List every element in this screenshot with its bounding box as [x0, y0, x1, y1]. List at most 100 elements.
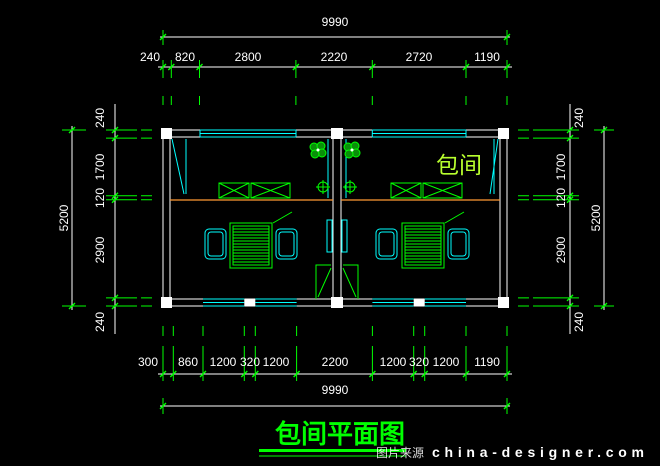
bottom-segment-dimensions: 300 860 1200 320 1200 2200 1200 320 1200… — [138, 326, 512, 381]
right-segment-value: 1700 — [554, 153, 568, 180]
bottom-segment-value: 1200 — [380, 355, 407, 369]
plant-leaf — [344, 149, 354, 159]
lamp-cross — [316, 180, 330, 194]
window-glazing — [203, 298, 466, 307]
lamp-cross — [343, 180, 357, 194]
column-bottom-left — [161, 297, 172, 308]
left-segment-extension-lines — [106, 129, 152, 307]
window-glazing — [371, 129, 467, 138]
dining-table — [229, 222, 273, 269]
cabinet-unit — [390, 182, 422, 199]
left-segment-value: 240 — [93, 108, 107, 128]
left-segment-value: 2900 — [93, 236, 107, 263]
left-segment-value: 240 — [93, 312, 107, 332]
title-underline — [259, 449, 406, 452]
partition-glass-right — [341, 219, 348, 253]
chair-seat — [207, 231, 224, 257]
top-segment-value: 1190 — [474, 50, 500, 64]
cabinet-unit-marks — [218, 182, 250, 199]
left-overall-extension-lines — [62, 129, 86, 307]
plant-center — [316, 148, 320, 152]
plant-center — [350, 148, 354, 152]
curtain-left — [171, 138, 187, 195]
partition-glass-left — [326, 219, 333, 253]
chair-seat — [278, 231, 295, 257]
right-segment-value: 120 — [554, 188, 568, 208]
drawing-title-block: 包间平面图 — [259, 419, 406, 457]
plant-leaf — [310, 149, 320, 159]
top-segment-dimensions: 240 820 2800 2220 2720 1190 — [140, 50, 512, 105]
top-segment-ticks — [159, 63, 511, 71]
cabinet-unit — [422, 182, 463, 199]
right-overall-dimension: 5200 — [589, 126, 614, 310]
cabinet-unit — [218, 182, 250, 199]
window-pier — [413, 299, 425, 306]
curtain-right — [489, 138, 499, 195]
dining-set-left — [204, 211, 298, 269]
top-segment-value: 820 — [175, 50, 195, 64]
structural-columns — [161, 128, 509, 308]
right-overall-value: 5200 — [589, 204, 603, 231]
cabinet-left — [218, 182, 291, 199]
cabinet-unit-marks — [390, 182, 422, 199]
bottom-segment-value: 1200 — [263, 355, 290, 369]
column-bottom-right — [498, 297, 509, 308]
lamp-left — [316, 180, 330, 194]
room-label: 包间 — [436, 153, 482, 179]
partition-wall-lines — [332, 139, 342, 297]
bottom-overall-dimension: 9990 — [159, 383, 511, 414]
top-window-left — [199, 129, 297, 138]
left-overall-dimension: 5200 — [57, 126, 86, 310]
bottom-segment-extension-lines — [162, 326, 508, 381]
right-overall-ticks — [600, 126, 608, 310]
left-segment-ticks — [111, 126, 119, 310]
right-segment-value: 240 — [572, 312, 586, 332]
bottom-segment-ticks — [159, 370, 511, 378]
window-pier — [244, 299, 256, 306]
leader-line — [444, 211, 465, 224]
chair-seat — [378, 231, 395, 257]
watermark-site: china-designer.com — [432, 444, 644, 460]
right-segment-ticks — [566, 126, 574, 310]
dining-table-inner — [232, 225, 270, 266]
left-overall-value: 5200 — [57, 204, 71, 231]
lamp-right — [343, 180, 357, 194]
top-overall-dimension: 9990 — [159, 15, 511, 45]
leader-line — [272, 211, 293, 224]
chair — [204, 228, 227, 260]
plant-right — [343, 141, 361, 159]
top-segment-value: 2800 — [235, 50, 262, 64]
cabinet-unit-marks — [250, 182, 291, 199]
bottom-segment-value: 1200 — [210, 355, 237, 369]
right-segment-value: 240 — [572, 108, 586, 128]
dining-table-inner — [404, 225, 442, 266]
column-top-left — [161, 128, 172, 139]
right-segment-extension-lines — [518, 129, 579, 307]
bottom-segment-value: 2200 — [322, 355, 349, 369]
floor-plan: 包间 — [161, 128, 509, 308]
watermark-prefix: 图片来源 — [376, 446, 424, 460]
chair — [275, 228, 298, 260]
top-window-right — [371, 129, 467, 138]
top-overall-value: 9990 — [322, 15, 349, 29]
cabinet-unit-marks — [422, 182, 463, 199]
bottom-windows — [203, 298, 466, 307]
right-segment-value: 2900 — [554, 236, 568, 263]
table-hatching — [405, 228, 441, 263]
top-segment-value: 2720 — [406, 50, 433, 64]
source-watermark: 图片来源 china-designer.com — [376, 444, 644, 460]
partition-upper-trim — [327, 139, 347, 198]
window-glazing — [199, 129, 297, 138]
bottom-overall-ticks — [159, 402, 511, 410]
top-segment-extension-lines — [162, 60, 508, 105]
chair-seat — [450, 231, 467, 257]
table-hatching — [233, 228, 269, 263]
top-segment-value: 240 — [140, 50, 160, 64]
left-segment-value: 120 — [93, 188, 107, 208]
cabinet-unit — [250, 182, 291, 199]
chair — [375, 228, 398, 260]
center-partition — [315, 139, 359, 299]
left-segment-dimensions: 240 1700 120 2900 240 — [93, 104, 152, 334]
column-top-right — [498, 128, 509, 139]
bottom-segment-value: 860 — [178, 355, 198, 369]
